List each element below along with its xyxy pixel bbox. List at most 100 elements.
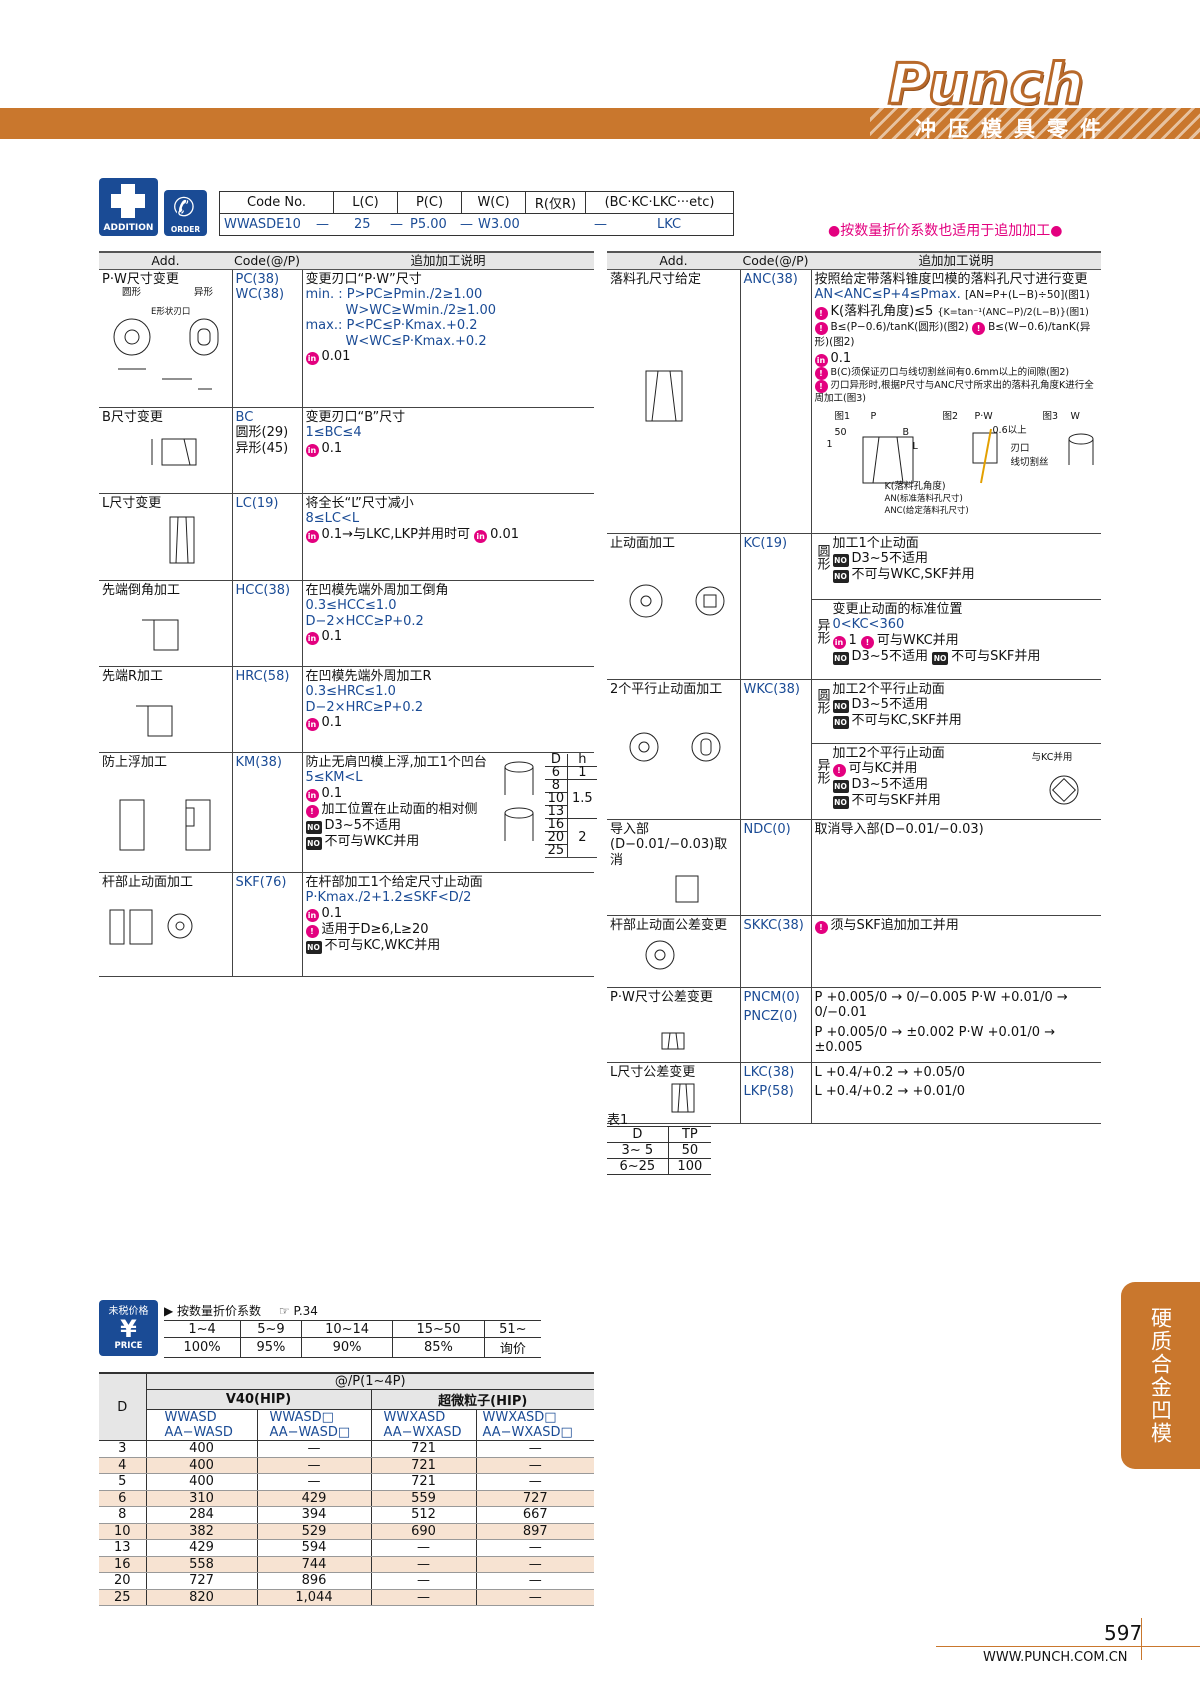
fig-label: 异形 bbox=[194, 287, 214, 298]
footer-url[interactable]: WWW.PUNCH.COM.CN bbox=[983, 1650, 1128, 1665]
code-table: Code No. L(C) P(C) W(C) R(仅R) (BC·KC·LKC… bbox=[219, 191, 734, 236]
brand-logo: Punch bbox=[887, 52, 1086, 117]
desc-line: 加工位置在止动面的相对侧 bbox=[321, 801, 478, 817]
caution-icon: ! bbox=[814, 321, 828, 335]
series-code: WWASD bbox=[164, 1410, 217, 1425]
code-dash: — bbox=[460, 217, 473, 232]
table-row: P·W尺寸公差变更 PNCM(0) PNCZ(0) P +0.005/0 → 0… bbox=[607, 987, 1101, 1063]
dh-header: D bbox=[544, 753, 569, 767]
skf-diagram bbox=[109, 909, 193, 945]
price-d-cell: 6 bbox=[99, 1490, 147, 1507]
price-cell: — bbox=[257, 1440, 372, 1458]
series-code: AA−WASD□ bbox=[269, 1425, 351, 1440]
anc-diagram bbox=[645, 370, 683, 422]
increment-icon: in bbox=[305, 718, 319, 731]
option-code: HCC(38) bbox=[235, 582, 291, 598]
desc-line: 须与SKF追加加工并用 bbox=[830, 917, 959, 933]
price-d-cell: 3 bbox=[99, 1440, 147, 1458]
option-code: 异形(45) bbox=[235, 440, 289, 456]
caution-icon: ! bbox=[814, 366, 828, 380]
price-d-cell: 4 bbox=[99, 1457, 147, 1474]
order-label: ORDER bbox=[170, 225, 201, 234]
table1-cell: 6~25 bbox=[607, 1158, 669, 1175]
footer-line bbox=[936, 1646, 1200, 1647]
price-cell: — bbox=[476, 1440, 594, 1458]
option-name: 导入部(D−0.01/−0.03)取消 bbox=[610, 821, 728, 868]
shaped-label: 异形 bbox=[814, 617, 830, 644]
desc-line: {K=tan⁻¹(ANC−P)/2(L−B)}(图1) bbox=[937, 306, 1089, 318]
no-icon: NO bbox=[305, 820, 322, 834]
price-cell: 727 bbox=[476, 1490, 594, 1507]
desc-line: AN<ANC≤P+4≤Pmax. bbox=[814, 287, 961, 302]
desc-line: min. : P>PC≥Pmin./2≥1.00 bbox=[305, 287, 483, 302]
desc-line: 0.1→与LKC,LKP并用时可 bbox=[321, 526, 470, 542]
category-side-tab[interactable]: 硬质合金凹模 bbox=[1121, 1282, 1200, 1469]
series-code: AA−WASD bbox=[164, 1425, 233, 1440]
code-header: P(C) bbox=[397, 191, 462, 214]
option-code: LKC(38) bbox=[743, 1064, 795, 1080]
price-cell: — bbox=[476, 1572, 594, 1590]
price-cn-label: 未税价格 bbox=[108, 1306, 149, 1317]
desc-line: 变更刃口“B”尺寸 bbox=[305, 409, 406, 425]
quantity-title: ▶ 按数量折价系数 ☞ P.34 bbox=[164, 1302, 318, 1319]
no-icon: NO bbox=[832, 651, 849, 665]
fig-label: ANC(给定落料孔尺寸) bbox=[884, 505, 969, 516]
price-cell: — bbox=[476, 1539, 594, 1557]
desc-line: 按照给定带落料锥度凹模的落料孔尺寸进行变更 bbox=[814, 271, 1088, 287]
desc-line: D−2×HRC≥P+0.2 bbox=[305, 699, 424, 715]
table1-cell: 50 bbox=[668, 1142, 711, 1159]
fig-label: 1 bbox=[826, 438, 833, 450]
l-diagram bbox=[169, 516, 195, 564]
fig-label: 线切割丝 bbox=[1010, 456, 1049, 468]
order-phone-icon: ✆ ORDER bbox=[164, 190, 207, 236]
skkc-diagram bbox=[645, 940, 675, 970]
desc-line: B(C)须保证刃口与线切割丝间有0.6mm以上的间隙(图2) bbox=[830, 366, 1070, 378]
desc-line: 0.3≤HCC≤1.0 bbox=[305, 598, 397, 613]
option-code: WC(38) bbox=[235, 287, 285, 302]
code-header: (BC·KC·LKC···etc) bbox=[585, 191, 734, 214]
l-tolerance-diagram bbox=[671, 1083, 695, 1113]
fig-label: 50 bbox=[834, 426, 847, 438]
desc-line: 5≤KM<L bbox=[305, 770, 363, 785]
option-code: KC(19) bbox=[743, 535, 788, 551]
radius-diagram bbox=[136, 705, 173, 737]
fig-label: W bbox=[1070, 410, 1080, 422]
yen-price-icon: 未税价格 ¥ PRICE bbox=[99, 1300, 158, 1356]
dh-cell: 2 bbox=[567, 818, 597, 858]
price-cell: 400 bbox=[146, 1457, 258, 1474]
desc-line: 1≤BC≤4 bbox=[305, 425, 362, 440]
option-code: NDC(0) bbox=[743, 821, 791, 837]
group-header: 超微粒子(HIP) bbox=[371, 1389, 594, 1410]
addition-icon: ADDITION bbox=[99, 178, 158, 236]
rate-cell: 85% bbox=[392, 1337, 485, 1358]
dh-cell: 13 bbox=[544, 805, 569, 819]
desc-line: 在凹模先端外周加工R bbox=[305, 668, 432, 684]
desc-line: W>WC≥Wmin./2≥1.00 bbox=[345, 302, 497, 318]
desc-line: 0.1 bbox=[321, 785, 343, 801]
code-value: W3.00 bbox=[478, 217, 520, 232]
option-name: 先端R加工 bbox=[102, 668, 164, 684]
notice-text: ●按数量折价系数也适用于追加加工● bbox=[828, 223, 1063, 239]
round-label: 圆形 bbox=[814, 543, 830, 570]
price-d-cell: 13 bbox=[99, 1539, 147, 1557]
desc-line: L +0.4/+0.2 → +0.01/0 bbox=[814, 1084, 966, 1099]
wkc-shaped-diagram bbox=[1049, 775, 1078, 804]
desc-line: [AN=P+(L−B)÷50](图1) bbox=[964, 289, 1090, 301]
price-cell: — bbox=[476, 1556, 594, 1573]
price-cell: 429 bbox=[257, 1490, 372, 1507]
price-d-cell: 10 bbox=[99, 1523, 147, 1540]
group-header: V40(HIP) bbox=[146, 1389, 372, 1410]
fig-label: B bbox=[902, 426, 910, 438]
no-icon: NO bbox=[305, 836, 322, 850]
caution-icon: ! bbox=[305, 924, 319, 938]
qty-cell: 1~4 bbox=[164, 1320, 242, 1338]
price-cell: 512 bbox=[371, 1506, 477, 1524]
caution-icon: ! bbox=[832, 764, 846, 777]
option-code: 圆形(29) bbox=[235, 425, 289, 440]
